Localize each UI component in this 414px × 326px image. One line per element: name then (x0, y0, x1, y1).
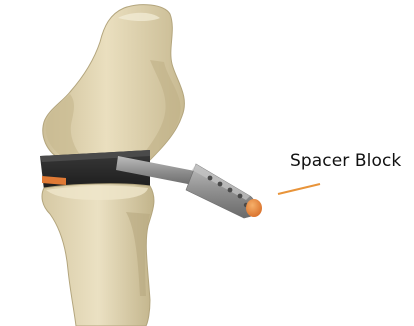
tibia (42, 184, 154, 326)
handle-hole-3 (228, 188, 233, 193)
femur (43, 5, 185, 160)
handle-hole-2 (218, 182, 223, 187)
handle-hole-4 (238, 194, 243, 199)
spacer-block-label: Spacer Block (290, 151, 401, 171)
handle-hole-1 (208, 176, 213, 181)
handle-orange-tip (246, 199, 262, 217)
callout-leader-line (278, 184, 320, 194)
